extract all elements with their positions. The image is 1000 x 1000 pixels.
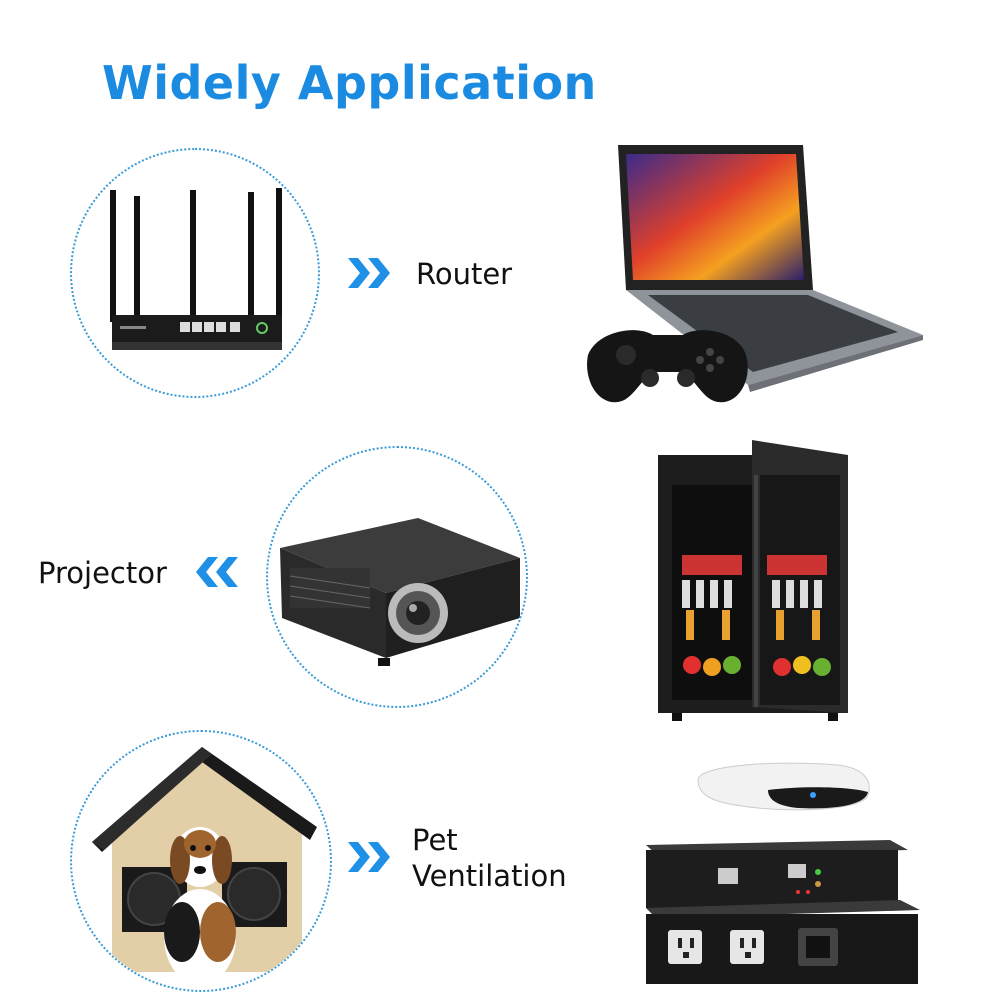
- router-circle: [70, 148, 320, 398]
- projector-label: Projector: [38, 556, 167, 590]
- router-image: [110, 188, 282, 350]
- pet-house-image: [92, 747, 317, 988]
- projector-image: [280, 518, 520, 666]
- pet-house-circle: [70, 730, 332, 992]
- pet-ventilation-label-line1: Pet: [412, 823, 458, 857]
- pet-ventilation-label: Pet Ventilation: [412, 822, 567, 894]
- network-equipment-image: [646, 762, 920, 984]
- laptop-gamepad-image: [587, 145, 923, 403]
- left-arrows-icon: [196, 557, 238, 587]
- right-arrows-icon-2: [348, 842, 390, 872]
- page-title: Widely Application: [102, 56, 597, 110]
- router-label: Router: [416, 257, 513, 291]
- fridge-image: [658, 440, 848, 721]
- pet-ventilation-label-line2: Ventilation: [412, 859, 567, 893]
- right-arrows-icon: [348, 258, 390, 288]
- projector-circle: [266, 446, 528, 708]
